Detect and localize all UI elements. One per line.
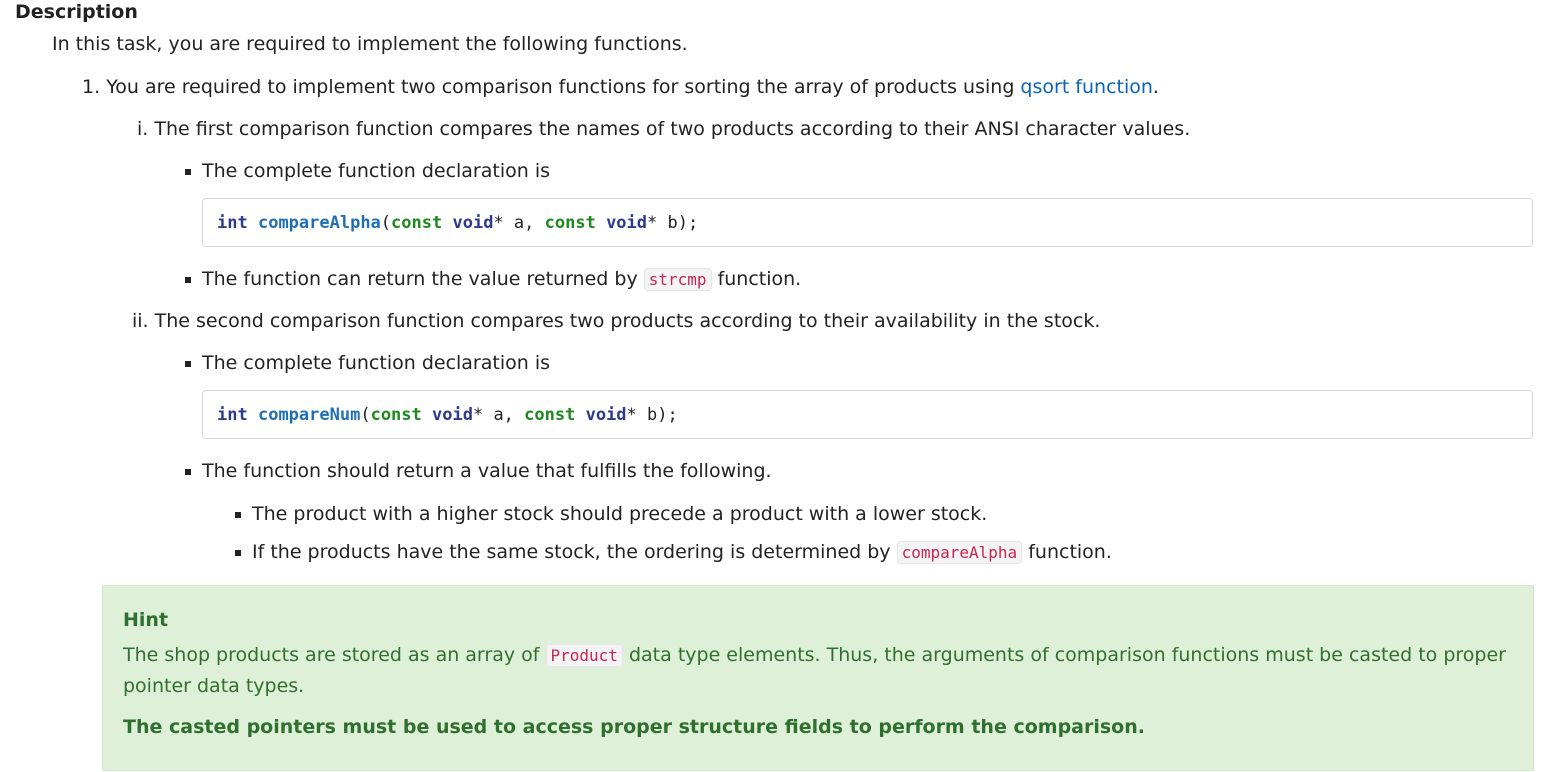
bullet-square-icon — [235, 550, 241, 556]
bullet-return-text: The function should return a value that … — [202, 460, 772, 482]
bullet-square-icon — [185, 277, 191, 283]
inline-code-strcmp: strcmp — [643, 268, 712, 291]
hint-box: Hint The shop products are stored as an … — [102, 585, 1534, 771]
code-block-compare-alpha: int compareAlpha(const void* a, const vo… — [202, 198, 1533, 247]
sub-bullet-same-stock: If the products have the same stock, the… — [252, 540, 1112, 565]
code-keyword: int — [217, 405, 248, 425]
sub-bullet-higher-stock: The product with a higher stock should p… — [252, 503, 988, 525]
code-keyword: const — [391, 213, 443, 233]
bullet-square-icon — [235, 512, 241, 518]
code-arg: * b); — [626, 405, 678, 425]
hint-strong-text: The casted pointers must be used to acce… — [123, 716, 1145, 738]
hint-body: The shop products are stored as an array… — [123, 640, 1523, 701]
sub-item-text: The first comparison function compares t… — [154, 118, 1191, 140]
code-keyword: void — [585, 405, 627, 425]
list-item-text: You are required to implement two compar… — [106, 76, 1021, 98]
sub-item-text: The second comparison function compares … — [154, 310, 1101, 332]
bullet-declaration-text: The complete function declaration is — [202, 352, 551, 374]
bullet-text: The function can return the value return… — [202, 268, 644, 290]
code-punct: ( — [380, 213, 392, 233]
code-function-name: compareAlpha — [257, 213, 381, 233]
sub-item-ii: ii. The second comparison function compa… — [132, 309, 1100, 333]
code-function-name: compareNum — [257, 405, 361, 425]
code-block-compare-num: int compareNum(const void* a, const void… — [202, 390, 1533, 439]
intro-text: In this task, you are required to implem… — [52, 33, 688, 55]
code-keyword: const — [524, 405, 576, 425]
list-number: 1. — [82, 76, 101, 98]
code-keyword: void — [606, 213, 648, 233]
code-arg: * a, — [493, 213, 545, 233]
bullet-return-text: The function can return the value return… — [202, 267, 801, 292]
hint-title: Hint — [123, 609, 169, 631]
hint-text: The shop products are stored as an array… — [123, 644, 546, 666]
bullet-square-icon — [185, 169, 191, 175]
bullet-text-end: function. — [1022, 541, 1112, 563]
sub-item-i: i. The first comparison function compare… — [137, 117, 1190, 141]
bullet-text-end: function. — [711, 268, 802, 290]
qsort-link[interactable]: qsort function — [1020, 76, 1153, 98]
code-keyword: const — [370, 405, 422, 425]
bullet-declaration-text: The complete function declaration is — [202, 160, 551, 182]
sub-item-number: ii. — [132, 310, 149, 332]
inline-code-comparealpha: compareAlpha — [896, 541, 1023, 564]
code-keyword: int — [217, 213, 248, 233]
code-keyword: void — [452, 213, 494, 233]
hint-text-end: data type elements. Thus, the arguments … — [123, 644, 1506, 697]
bullet-text: If the products have the same stock, the… — [252, 541, 897, 563]
code-keyword: void — [432, 405, 473, 425]
list-item-1: 1. You are required to implement two com… — [82, 75, 1159, 99]
list-item-text-end: . — [1152, 76, 1159, 98]
bullet-square-icon — [185, 361, 191, 367]
code-arg: * a, — [472, 405, 525, 425]
code-keyword: const — [544, 213, 596, 233]
code-arg: * b); — [647, 213, 699, 233]
sub-item-number: i. — [137, 118, 149, 140]
section-heading: Description — [15, 1, 138, 23]
inline-code-product: Product — [545, 644, 623, 667]
bullet-square-icon — [185, 469, 191, 475]
code-punct: ( — [360, 405, 371, 425]
